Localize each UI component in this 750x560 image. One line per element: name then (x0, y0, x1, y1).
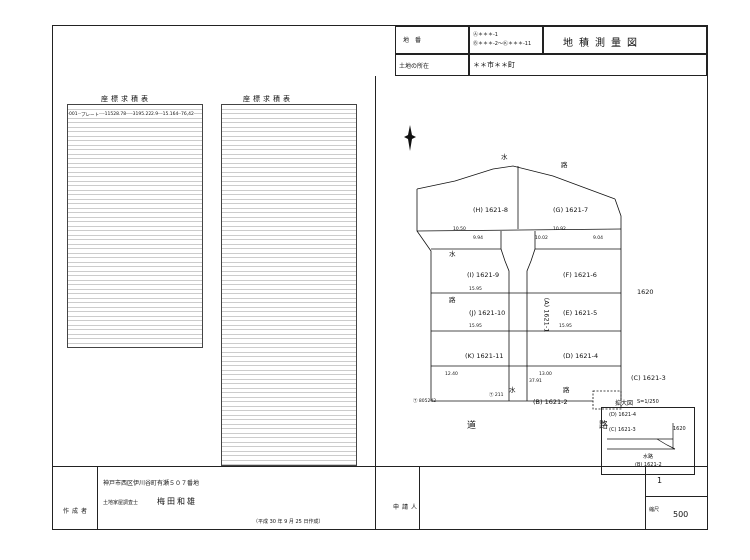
inset-road: 水路 (643, 454, 654, 460)
access-right (526, 231, 536, 401)
benchmark-1: Ⓣ 211 (489, 393, 504, 398)
benchmark-2: Ⓣ 805242 (413, 399, 437, 404)
road-label-5: 水 (509, 386, 516, 394)
inset-target-box (592, 390, 622, 410)
vertical-divider (375, 76, 376, 466)
chiban-value-cell (469, 26, 543, 54)
lot-a: (A) 1621-1 (542, 297, 551, 333)
road-label-8: 路 (599, 421, 609, 431)
creator-name: 梅田和雄 (157, 497, 197, 506)
footer-divider-2 (375, 466, 376, 529)
sample-row-dx: -15.164 (161, 112, 179, 117)
lot-k: (K) 1621-11 (465, 352, 504, 360)
inset-edge (656, 438, 676, 450)
dim-11: 9.04 (593, 236, 604, 241)
left-table-title: 座標求積表 (101, 95, 151, 103)
inset-scale: S=1/250 (637, 399, 659, 405)
survey-map (404, 125, 622, 410)
east-boundary (614, 198, 622, 401)
dim-2: 15.95 (469, 324, 482, 329)
right-table-title: 座標求積表 (243, 95, 293, 103)
location-label: 土地の所在 (399, 63, 430, 70)
dim-7: 10.50 (453, 227, 466, 232)
lot-j: (J) 1621-10 (469, 309, 506, 317)
lot-e: (E) 1621-5 (563, 309, 598, 317)
footer-divider-4 (645, 466, 646, 529)
sample-row-id: 001 (69, 112, 78, 117)
sheet-number: 1 (657, 476, 663, 485)
location-value-cell (469, 54, 707, 76)
creator-label: 作成者 (63, 508, 91, 515)
footer-divider-5 (645, 496, 707, 497)
inset-box (601, 407, 695, 475)
road-label-3: 水 (449, 250, 456, 258)
scale-value: 500 (673, 510, 689, 519)
scale-label: 縮尺 (649, 507, 660, 513)
lot-d: (D) 1621-4 (563, 352, 599, 360)
road-label-7: 道 (467, 421, 477, 431)
road-label-4: 路 (449, 296, 456, 304)
dim-5: 37.91 (529, 379, 542, 384)
lot-h: (H) 1621-8 (473, 206, 509, 214)
dim-9: 10.02 (535, 236, 548, 241)
survey-sheet: 地 番 Ⓐ＊＊＊-1 Ⓑ＊＊＊-2〜Ⓚ＊＊＊-11 地積測量図 土地の所在 ＊＊… (52, 25, 708, 530)
location-label-cell (395, 54, 469, 76)
lot-c: (C) 1621-3 (631, 374, 666, 382)
dim-1: 15.95 (469, 287, 482, 292)
sample-row-type: プレート (81, 112, 99, 118)
footer-divider-1 (97, 466, 98, 529)
created-date: （平成 30 年 9 月 25 日作成） (253, 519, 324, 525)
page-title: 地積測量図 (563, 38, 643, 49)
creator-role: 土地家屋調査士 (103, 500, 139, 506)
left-table-block (67, 104, 203, 348)
sample-row-x: -11528.78 (103, 112, 127, 117)
dim-6: 13.00 (539, 372, 552, 377)
north-arrow-icon (404, 125, 416, 151)
road-label-6: 路 (563, 386, 570, 394)
lot-b: (B) 1621-2 (533, 398, 568, 406)
sample-row-len: 2.9 (151, 112, 159, 117)
lot-f: (F) 1621-6 (563, 271, 597, 279)
footer-top-line (53, 466, 707, 467)
inset-title: 拡大図 (615, 400, 634, 407)
applicant-label: 申請人 (393, 504, 421, 511)
right-table-block (221, 104, 357, 466)
inset-neighbor: 1620 (673, 426, 686, 432)
inset-lot-b: (B) 1621-2 (635, 462, 662, 468)
west-boundary (416, 189, 432, 401)
inset-lot-c: (C) 1621-3 (609, 427, 636, 433)
footer-divider-3 (419, 466, 420, 529)
location-value: ＊＊市＊＊町 (473, 61, 515, 69)
north-boundary (416, 165, 616, 200)
dim-4: 12.40 (445, 372, 458, 377)
inset-lot-d: (D) 1621-4 (609, 412, 637, 418)
sample-row-dy: 76,42 (181, 112, 194, 117)
lot-g: (G) 1621-7 (553, 206, 589, 214)
neighbor-lot: 1620 (637, 288, 654, 296)
dim-8: 9.94 (473, 236, 484, 241)
chiban-value-1: Ⓐ＊＊＊-1 (473, 32, 498, 38)
chiban-label: 地 番 (403, 37, 422, 44)
title-cell (543, 26, 707, 54)
chiban-value-2: Ⓑ＊＊＊-2〜Ⓚ＊＊＊-11 (473, 41, 532, 47)
dim-3: 15.95 (559, 324, 572, 329)
lot-i: (I) 1621-9 (467, 271, 500, 279)
creator-address: 神戸市西区伊川谷町有瀬５０７番地 (103, 480, 200, 487)
h-line-1 (416, 228, 622, 232)
inset-drawing (607, 423, 676, 450)
dim-10: 10.92 (553, 227, 566, 232)
chiban-label-cell (395, 26, 469, 54)
access-left (500, 231, 510, 401)
sample-row-y: -3195.22 (131, 112, 152, 117)
road-label-2: 路 (561, 161, 568, 169)
road-label-1: 水 (501, 153, 508, 161)
